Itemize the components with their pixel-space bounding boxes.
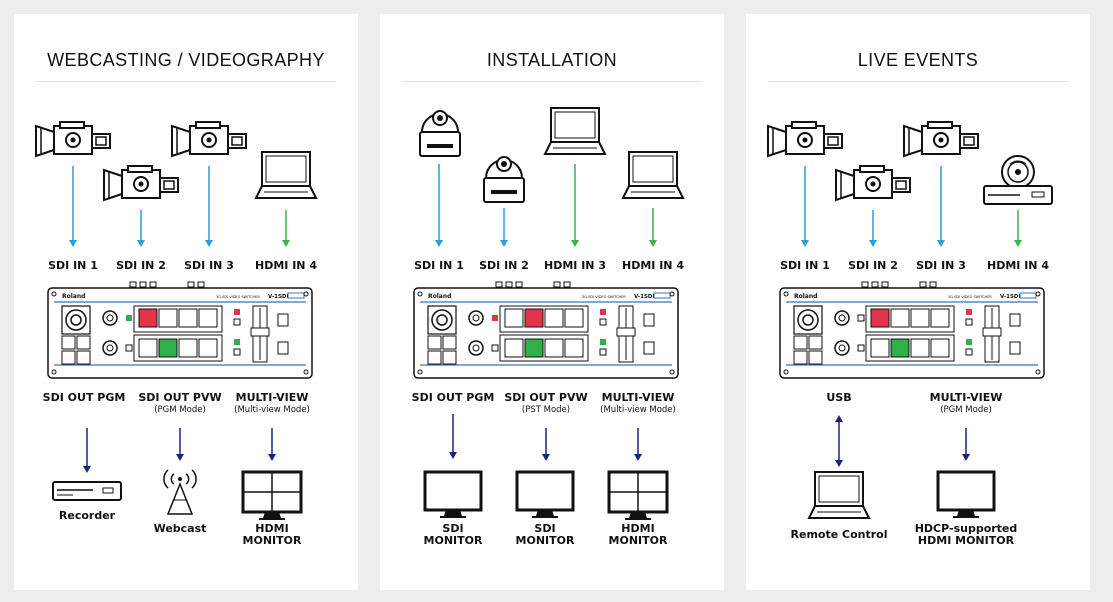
svg-text:3G-SDI VIDEO SWITCHER: 3G-SDI VIDEO SWITCHER xyxy=(216,295,260,299)
switcher-brand: Roland xyxy=(62,293,85,300)
webcast-icon xyxy=(163,469,197,515)
svg-text:3G-SDI VIDEO SWITCHER: 3G-SDI VIDEO SWITCHER xyxy=(582,295,626,299)
panel-title: INSTALLATION xyxy=(486,50,618,70)
video-switcher: Roland 3G-SDI VIDEO SWITCHER V-1SDI xyxy=(47,281,313,379)
device-label: Recorder xyxy=(58,509,116,522)
ptz-camera-icon xyxy=(419,110,461,157)
device-label: Webcast xyxy=(153,522,207,535)
ptz-camera-icon xyxy=(483,156,525,203)
monitor-icon xyxy=(936,470,996,518)
divider xyxy=(402,81,702,82)
output-label: MULTI-VIEW xyxy=(235,391,309,404)
input-label: SDI IN 1 xyxy=(414,259,464,272)
input-arrows xyxy=(435,164,657,247)
divider xyxy=(768,81,1068,82)
panel-title: LIVE EVENTS xyxy=(857,50,979,70)
panel-installation: INSTALLATION xyxy=(380,14,724,590)
laptop-icon xyxy=(807,471,871,519)
output-mode: (PGM Mode) xyxy=(940,405,992,415)
output-label: SDI OUT PGM xyxy=(411,391,495,404)
recorder-icon xyxy=(52,481,122,501)
input-arrows xyxy=(801,166,1022,247)
output-label: SDI OUT PGM xyxy=(42,391,126,404)
output-arrows xyxy=(835,415,970,467)
output-label: USB xyxy=(826,391,852,404)
video-switcher: Roland 3G-SDI VIDEO SWITCHER V-1SDI xyxy=(413,281,679,379)
camcorder-icon xyxy=(903,121,979,158)
svg-text:V-1SDI: V-1SDI xyxy=(1000,294,1021,300)
bluray-player-icon xyxy=(983,155,1053,205)
panel-webcasting: WEBCASTING / VIDEOGRAPHY xyxy=(14,14,358,590)
input-label: SDI IN 2 xyxy=(848,259,898,272)
output-mode: (PGM Mode) xyxy=(154,405,206,415)
laptop-icon xyxy=(254,151,318,199)
input-arrows xyxy=(69,166,290,247)
laptop-icon xyxy=(543,107,607,155)
device-label: HDMI MONITOR xyxy=(242,522,302,547)
device-label: SDI MONITOR xyxy=(423,522,483,547)
output-label: MULTI-VIEW xyxy=(601,391,675,404)
panel-title: WEBCASTING / VIDEOGRAPHY xyxy=(47,50,325,70)
output-label: MULTI-VIEW xyxy=(929,391,1003,404)
video-switcher: Roland 3G-SDI VIDEO SWITCHER V-1SDI xyxy=(779,281,1045,379)
svg-text:V-1SDI: V-1SDI xyxy=(634,294,655,300)
camcorder-icon xyxy=(835,165,911,202)
output-label: SDI OUT PVW xyxy=(138,391,222,404)
input-label: SDI IN 3 xyxy=(916,259,966,272)
input-label: SDI IN 2 xyxy=(116,259,166,272)
divider xyxy=(36,81,336,82)
multiview-monitor-icon xyxy=(241,470,303,520)
multiview-monitor-icon xyxy=(607,470,669,520)
device-label: SDI MONITOR xyxy=(515,522,575,547)
camcorder-icon xyxy=(767,121,843,158)
input-label: SDI IN 2 xyxy=(479,259,529,272)
monitor-icon xyxy=(515,470,575,518)
switcher-brand: Roland xyxy=(794,293,817,300)
input-label: HDMI IN 4 xyxy=(255,259,317,272)
device-label: Remote Control xyxy=(790,528,888,541)
input-label: HDMI IN 4 xyxy=(622,259,684,272)
device-label: HDMI MONITOR xyxy=(608,522,668,547)
camcorder-icon xyxy=(171,121,247,158)
device-label: HDCP-supported HDMI MONITOR xyxy=(914,522,1018,547)
svg-text:3G-SDI VIDEO SWITCHER: 3G-SDI VIDEO SWITCHER xyxy=(948,295,992,299)
output-label: SDI OUT PVW xyxy=(504,391,588,404)
camcorder-icon xyxy=(35,121,111,158)
input-label: SDI IN 1 xyxy=(48,259,98,272)
output-arrows xyxy=(83,428,276,473)
output-mode: (Multi-view Mode) xyxy=(234,405,310,415)
switcher-brand: Roland xyxy=(428,293,451,300)
input-label: SDI IN 3 xyxy=(184,259,234,272)
panel-live-events: LIVE EVENTS xyxy=(746,14,1090,590)
output-mode: (PST Mode) xyxy=(521,405,571,415)
laptop-icon xyxy=(621,151,685,199)
output-mode: (Multi-view Mode) xyxy=(600,405,676,415)
svg-text:V-1SDI: V-1SDI xyxy=(268,294,289,300)
input-label: SDI IN 1 xyxy=(780,259,830,272)
camcorder-icon xyxy=(103,165,179,202)
monitor-icon xyxy=(423,470,483,518)
output-arrows xyxy=(449,414,642,461)
input-label: HDMI IN 3 xyxy=(544,259,606,272)
input-label: HDMI IN 4 xyxy=(987,259,1049,272)
